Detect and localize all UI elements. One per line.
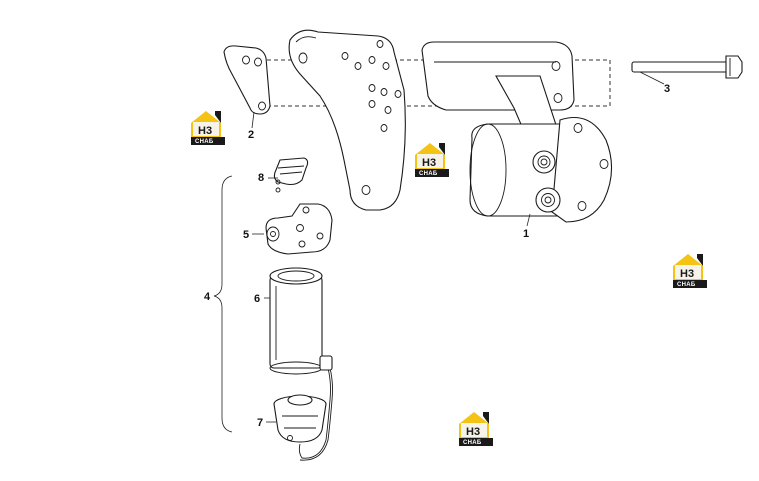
callout-4: 4 (204, 291, 211, 303)
sensor-wire (298, 355, 333, 461)
callout-2: 2 (248, 129, 254, 141)
leader-lines (251, 71, 665, 423)
part-3-bolt[interactable] (631, 55, 743, 79)
callout-8: 8 (258, 172, 264, 184)
callout-5: 5 (243, 229, 249, 241)
mounting-plate-bracket (288, 29, 406, 211)
watermark-logo-1-bottom: СНАБ (195, 139, 214, 145)
callout-labels: 1 2 3 4 5 6 7 8 (204, 83, 670, 429)
watermark-logo-4: H3 СНАБ (459, 412, 493, 446)
callout-6: 6 (254, 293, 260, 305)
part-2-bracket[interactable] (223, 45, 271, 115)
watermark-logo-1: H3 СНАБ (191, 111, 225, 145)
watermark-logo-3-top: H3 (680, 268, 694, 280)
group-4-brace (213, 175, 233, 433)
part-6-filter-cartridge[interactable] (269, 267, 323, 375)
part-1-starter-assembly[interactable] (421, 41, 613, 223)
callout-7: 7 (257, 417, 263, 429)
watermark-logo-3-bottom: СНАБ (677, 282, 696, 288)
watermark-logo-2-bottom: СНАБ (419, 171, 438, 177)
part-7-sensor-bowl[interactable] (273, 394, 327, 443)
callout-3: 3 (664, 83, 670, 95)
watermark-logo-4-top: H3 (466, 426, 480, 438)
watermark-logo-2: H3 СНАБ (415, 143, 449, 177)
part-8-connector[interactable] (273, 157, 309, 193)
watermark-logo-1-top: H3 (198, 125, 212, 137)
watermark-logo-2-top: H3 (422, 157, 436, 169)
watermark-logo-3: H3 СНАБ (673, 254, 707, 288)
watermark-logo-4-bottom: СНАБ (463, 440, 482, 446)
part-5-filter-head[interactable] (265, 203, 333, 255)
callout-1: 1 (523, 228, 529, 240)
